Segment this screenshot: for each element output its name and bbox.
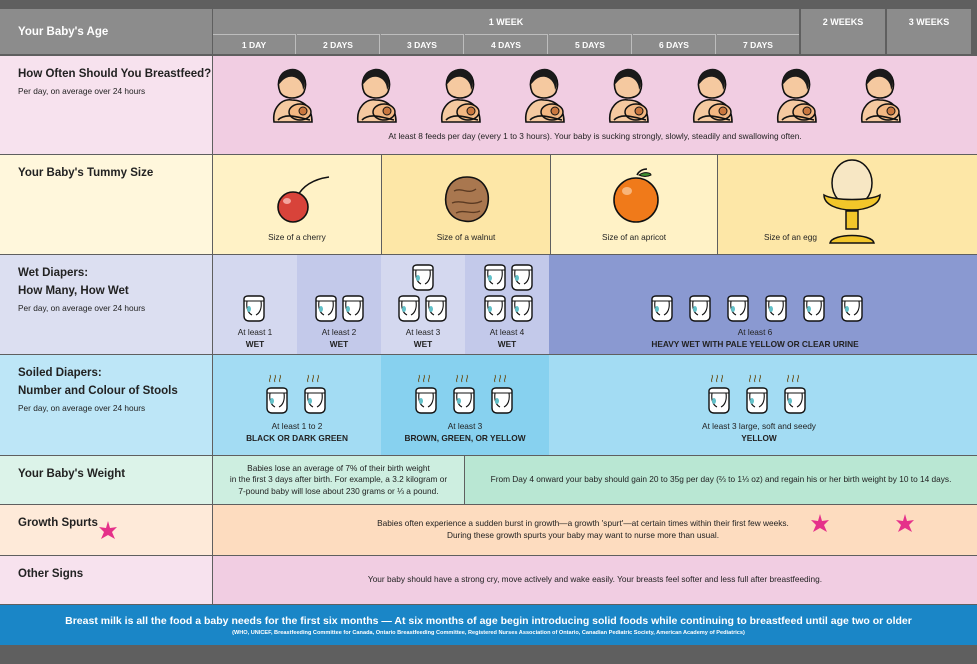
weight-label-cell: Your Baby's Weight: [0, 456, 212, 504]
tummy-egg-caption: Size of an egg: [763, 232, 818, 242]
wet-caption-4-type: WET: [497, 338, 517, 349]
wet-caption-5-count: At least 6: [737, 327, 773, 337]
wet-caption-4-count: At least 4: [489, 327, 525, 337]
weight-left-line-3: 7-pound baby will lose about 230 grams o…: [238, 485, 439, 496]
wet-caption-2-count: At least 2: [321, 327, 357, 337]
egg-icon: [823, 159, 881, 244]
tummy-apricot-caption: Size of an apricot: [601, 232, 667, 242]
day-4: 4 DAYS: [465, 34, 548, 54]
soiled-days12-cell: [213, 355, 381, 455]
walnut-icon: [444, 176, 490, 223]
soiled-sub: Per day, on average over 24 hours: [18, 402, 146, 413]
soiled-caption-1-colour: BLACK OR DARK GREEN: [246, 432, 348, 443]
wet-caption-2-type: WET: [329, 338, 349, 349]
age-header: Your Baby's Age: [0, 9, 212, 54]
breastfeed-sub: Per day, on average over 24 hours: [18, 85, 146, 96]
day-7: 7 DAYS: [717, 34, 799, 54]
footer-sources: (WHO, UNICEF, Breastfeeding Committee fo…: [232, 629, 745, 636]
tummy-cherry-cell: Size of a cherry: [213, 155, 381, 254]
soiled-caption-1-count: At least 1 to 2: [271, 421, 323, 431]
wet-label-cell: Wet Diapers: How Many, How Wet Per day, …: [0, 255, 212, 354]
wet-title-1: Wet Diapers:: [18, 267, 89, 279]
week2-label: 2 WEEKS: [822, 17, 864, 27]
week2-header: 2 WEEKS: [801, 9, 885, 54]
soiled-caption-2-count: At least 3: [447, 421, 483, 431]
apricot-icon: [613, 168, 659, 223]
breastfeed-label-cell: How Often Should You Breastfeed? Per day…: [0, 56, 212, 154]
breastfeed-title: How Often Should You Breastfeed?: [18, 68, 212, 80]
other-text: Your baby should have a strong cry, move…: [367, 574, 823, 585]
soiled-title-2: Number and Colour of Stools: [18, 384, 178, 397]
age-label: Your Baby's Age: [18, 25, 109, 38]
growth-content: Babies often experience a sudden burst i…: [213, 505, 977, 555]
soiled-caption-3-colour: YELLOW: [741, 432, 777, 443]
soiled-caption-2-colour: BROWN, GREEN, OR YELLOW: [404, 432, 526, 443]
weight-left-line-2: in the first 3 days after birth. For exa…: [229, 474, 448, 485]
tummy-apricot-cell: Size of an apricot: [551, 155, 717, 254]
tummy-label-cell: Your Baby's Tummy Size: [0, 155, 212, 254]
wet-caption-1-type: WET: [245, 338, 265, 349]
wet-caption-5-type: HEAVY WET WITH PALE YELLOW OR CLEAR URIN…: [651, 338, 859, 349]
week1-label: 1 WEEK: [488, 17, 524, 27]
breastfeeding-icons: [213, 56, 977, 131]
wet-day4-cell: [465, 255, 549, 354]
tummy-title: Your Baby's Tummy Size: [18, 167, 154, 179]
breastfeed-content: At least 8 feeds per day (every 1 to 3 h…: [213, 56, 977, 154]
cherry-icon: [277, 176, 330, 223]
weight-right-cell: From Day 4 onward your baby should gain …: [465, 456, 977, 504]
breastfeed-note: At least 8 feeds per day (every 1 to 3 h…: [388, 131, 802, 141]
day-5: 5 DAYS: [549, 34, 632, 54]
day-6: 6 DAYS: [633, 34, 716, 54]
day-1: 1 DAY: [213, 34, 296, 54]
other-content: Your baby should have a strong cry, move…: [213, 556, 977, 604]
wet-caption-1-count: At least 1: [237, 327, 273, 337]
growth-line-2: During these growth spurts your baby may…: [446, 530, 720, 540]
weight-right-text: From Day 4 onward your baby should gain …: [490, 474, 952, 485]
other-title: Other Signs: [18, 568, 84, 580]
day-3: 3 DAYS: [381, 34, 464, 54]
footer-main: Breast milk is all the food a baby needs…: [65, 614, 912, 627]
wet-caption-3-count: At least 3: [405, 327, 441, 337]
week1-header: [213, 9, 799, 54]
growth-title: Growth Spurts: [18, 517, 98, 529]
tummy-egg-cell: Size of an egg: [718, 155, 977, 254]
wet-sub: Per day, on average over 24 hours: [18, 302, 146, 313]
wet-day2-cell: [297, 255, 381, 354]
other-label-cell: Other Signs: [0, 556, 212, 604]
weight-title: Your Baby's Weight: [18, 468, 126, 480]
day-2: 2 DAYS: [297, 34, 380, 54]
weight-left-cell: Babies lose an average of 7% of their bi…: [213, 456, 464, 504]
day-columns: 1 DAY 2 DAYS 3 DAYS 4 DAYS 5 DAYS 6 DAYS…: [213, 34, 799, 54]
tummy-walnut-cell: Size of a walnut: [382, 155, 550, 254]
wet-later-cell: [549, 255, 977, 354]
week3-label: 3 WEEKS: [908, 17, 950, 27]
soiled-caption-3-count: At least 3 large, soft and seedy: [702, 421, 816, 431]
growth-line-1: Babies often experience a sudden burst i…: [377, 518, 789, 528]
weight-left-line-1: Babies lose an average of 7% of their bi…: [247, 462, 430, 473]
growth-label-cell: Growth Spurts: [0, 505, 212, 555]
soiled-label-cell: Soiled Diapers: Number and Colour of Sto…: [0, 355, 212, 455]
wet-caption-3-type: WET: [413, 338, 433, 349]
tummy-walnut-caption: Size of a walnut: [436, 232, 496, 242]
footer-banner: Breast milk is all the food a baby needs…: [0, 605, 977, 645]
tummy-cherry-caption: Size of a cherry: [268, 232, 326, 242]
wet-title-2: How Many, How Wet: [18, 284, 129, 297]
week3-header: 3 WEEKS: [887, 9, 971, 54]
soiled-title-1: Soiled Diapers:: [18, 367, 102, 379]
